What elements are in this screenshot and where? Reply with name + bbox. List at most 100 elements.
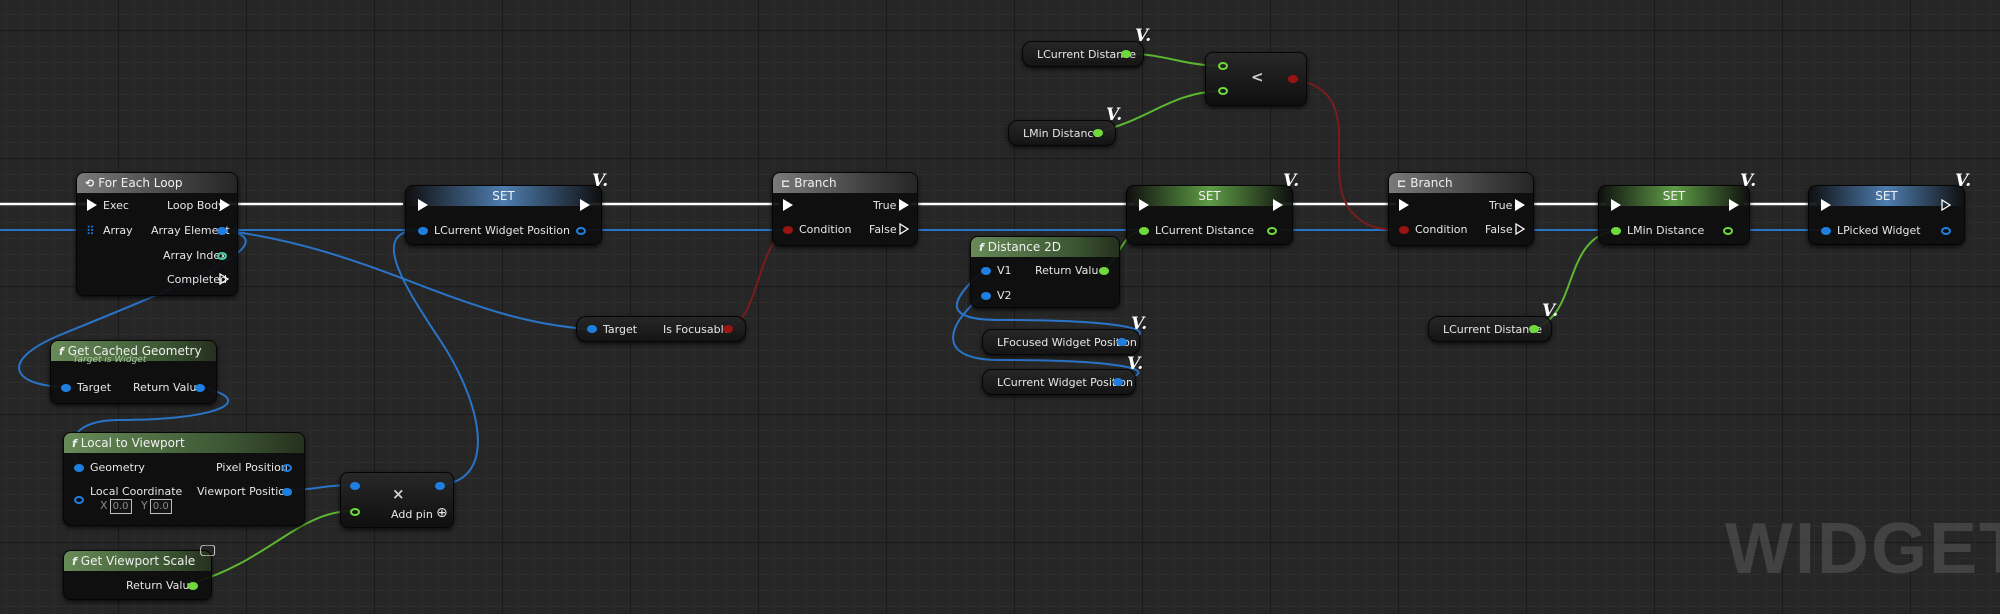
exec-out-pin[interactable] bbox=[1729, 199, 1739, 211]
target-label: Target bbox=[603, 323, 638, 336]
get-lfocused-widget-position-node[interactable]: LFocused Widget Position bbox=[982, 329, 1140, 355]
viewport-position-label: Viewport Position bbox=[197, 485, 292, 498]
value-out-pin[interactable] bbox=[1267, 227, 1277, 235]
value-out-pin[interactable] bbox=[1941, 227, 1951, 235]
exec-label: Exec bbox=[103, 199, 129, 212]
set-lpicked-widget-node[interactable]: SET V. LPicked Widget bbox=[1808, 171, 1971, 245]
set-var-label: LCurrent Distance bbox=[1155, 224, 1255, 237]
set-header: SET bbox=[406, 186, 601, 206]
is-focusable-label: Is Focusable bbox=[663, 323, 731, 336]
v2-pin[interactable] bbox=[981, 292, 991, 300]
value-pin[interactable] bbox=[1113, 378, 1123, 386]
condition-pin[interactable] bbox=[1399, 226, 1409, 234]
for-each-loop-node[interactable]: ⟲For Each Loop Exec ⠿ Array Loop Body Ar… bbox=[76, 172, 238, 296]
vector-wire bbox=[392, 229, 479, 486]
false-exec-pin[interactable] bbox=[1515, 222, 1526, 236]
less-a-pin[interactable] bbox=[1218, 62, 1228, 70]
array-index-pin[interactable] bbox=[217, 252, 227, 260]
false-exec-pin[interactable] bbox=[899, 222, 910, 236]
get-lmin-distance-node[interactable]: LMin Distance bbox=[1008, 120, 1116, 146]
multiply-b-pin[interactable] bbox=[350, 508, 360, 516]
is-focusable-pin[interactable] bbox=[723, 325, 733, 333]
y-input[interactable]: 0.0 bbox=[149, 499, 172, 514]
get-lcurrent-distance-node[interactable]: LCurrent Distance bbox=[1022, 41, 1144, 67]
value-in-pin[interactable] bbox=[1611, 227, 1621, 235]
variable-label: LCurrent Distance bbox=[1443, 323, 1543, 336]
exec-in-pin[interactable] bbox=[783, 199, 793, 211]
exec-out-pin[interactable] bbox=[580, 199, 590, 211]
completed-exec-pin[interactable] bbox=[219, 272, 230, 286]
branch-node[interactable]: ⊏Branch Condition True False bbox=[1388, 172, 1534, 246]
branch-icon: ⊏ bbox=[781, 177, 791, 190]
viewport-position-pin[interactable] bbox=[282, 488, 292, 496]
geometry-pin[interactable] bbox=[74, 464, 84, 472]
variable-label: LMin Distance bbox=[1023, 127, 1101, 140]
variable-icon: V. bbox=[1283, 171, 1300, 191]
true-exec-pin[interactable] bbox=[1515, 199, 1525, 211]
return-value-pin[interactable] bbox=[1099, 267, 1109, 275]
target-pin[interactable] bbox=[61, 384, 71, 392]
branch-header: ⊏Branch bbox=[1389, 173, 1533, 193]
exec-in-pin[interactable] bbox=[1399, 199, 1409, 211]
exec-in-pin[interactable] bbox=[87, 199, 97, 211]
exec-outline-icon bbox=[899, 222, 910, 236]
value-pin[interactable] bbox=[1117, 338, 1127, 346]
value-in-pin[interactable] bbox=[418, 227, 428, 235]
array-element-pin[interactable] bbox=[217, 227, 227, 235]
target-pin[interactable] bbox=[587, 325, 597, 333]
loop-icon: ⟲ bbox=[85, 177, 95, 190]
variable-icon: V. bbox=[1127, 354, 1144, 374]
value-pin[interactable] bbox=[1121, 50, 1131, 58]
condition-pin[interactable] bbox=[783, 226, 793, 234]
add-pin-icon[interactable]: ⊕ bbox=[436, 505, 448, 521]
add-pin-label[interactable]: Add pin bbox=[391, 508, 433, 521]
exec-in-pin[interactable] bbox=[418, 199, 428, 211]
exec-in-pin[interactable] bbox=[1611, 199, 1621, 211]
less-out-pin[interactable] bbox=[1288, 75, 1298, 83]
exec-out-pin[interactable] bbox=[1941, 198, 1952, 212]
multiply-out-pin[interactable] bbox=[435, 482, 445, 490]
graph-type-watermark: WIDGET I bbox=[1725, 509, 2000, 589]
local-coordinate-pin[interactable] bbox=[74, 496, 84, 504]
value-out-pin[interactable] bbox=[576, 227, 586, 235]
less-b-pin[interactable] bbox=[1218, 87, 1228, 95]
pixel-position-pin[interactable] bbox=[282, 464, 292, 472]
less-operator: < bbox=[1251, 68, 1264, 86]
return-value-pin[interactable] bbox=[188, 582, 198, 590]
exec-in-pin[interactable] bbox=[1821, 199, 1831, 211]
branch-node[interactable]: ⊏Branch Condition True False bbox=[772, 172, 918, 246]
get-lcurrent-widget-position-node[interactable]: LCurrent Widget Position bbox=[982, 369, 1136, 395]
value-pin[interactable] bbox=[1529, 325, 1539, 333]
variable-label: LCurrent Distance bbox=[1037, 48, 1137, 61]
less-than-node[interactable]: < bbox=[1205, 52, 1307, 106]
loop-body-exec-pin[interactable] bbox=[220, 199, 230, 211]
vector-wire bbox=[955, 268, 1142, 342]
set-current-distance-node[interactable]: SET V. LCurrent Distance bbox=[1126, 171, 1299, 245]
value-pin[interactable] bbox=[1093, 129, 1103, 137]
v1-pin[interactable] bbox=[981, 267, 991, 275]
value-in-pin[interactable] bbox=[1139, 227, 1149, 235]
multiply-node[interactable]: × Add pin ⊕ bbox=[340, 472, 454, 528]
exec-in-pin[interactable] bbox=[1139, 199, 1149, 211]
set-lmin-distance-node[interactable]: SET V. LMin Distance bbox=[1598, 171, 1756, 245]
variable-label: LCurrent Widget Position bbox=[997, 376, 1134, 389]
x-input[interactable]: 0.0 bbox=[109, 499, 132, 514]
set-current-widget-position-node[interactable]: SET V. LCurrent Widget Position bbox=[405, 171, 608, 245]
value-in-pin[interactable] bbox=[1821, 227, 1831, 235]
get-lcurrent-distance-node[interactable]: LCurrent Distance bbox=[1428, 316, 1552, 342]
multiply-a-pin[interactable] bbox=[350, 482, 360, 490]
return-value-pin[interactable] bbox=[195, 384, 205, 392]
value-out-pin[interactable] bbox=[1723, 227, 1733, 235]
exec-out-pin[interactable] bbox=[1273, 199, 1283, 211]
is-focusable-node[interactable]: Target Is Focusable bbox=[576, 316, 746, 342]
for-each-loop-title: For Each Loop bbox=[98, 176, 183, 190]
set-var-label: LMin Distance bbox=[1627, 224, 1705, 237]
exec-outline-icon bbox=[219, 272, 230, 286]
true-exec-pin[interactable] bbox=[899, 199, 909, 211]
